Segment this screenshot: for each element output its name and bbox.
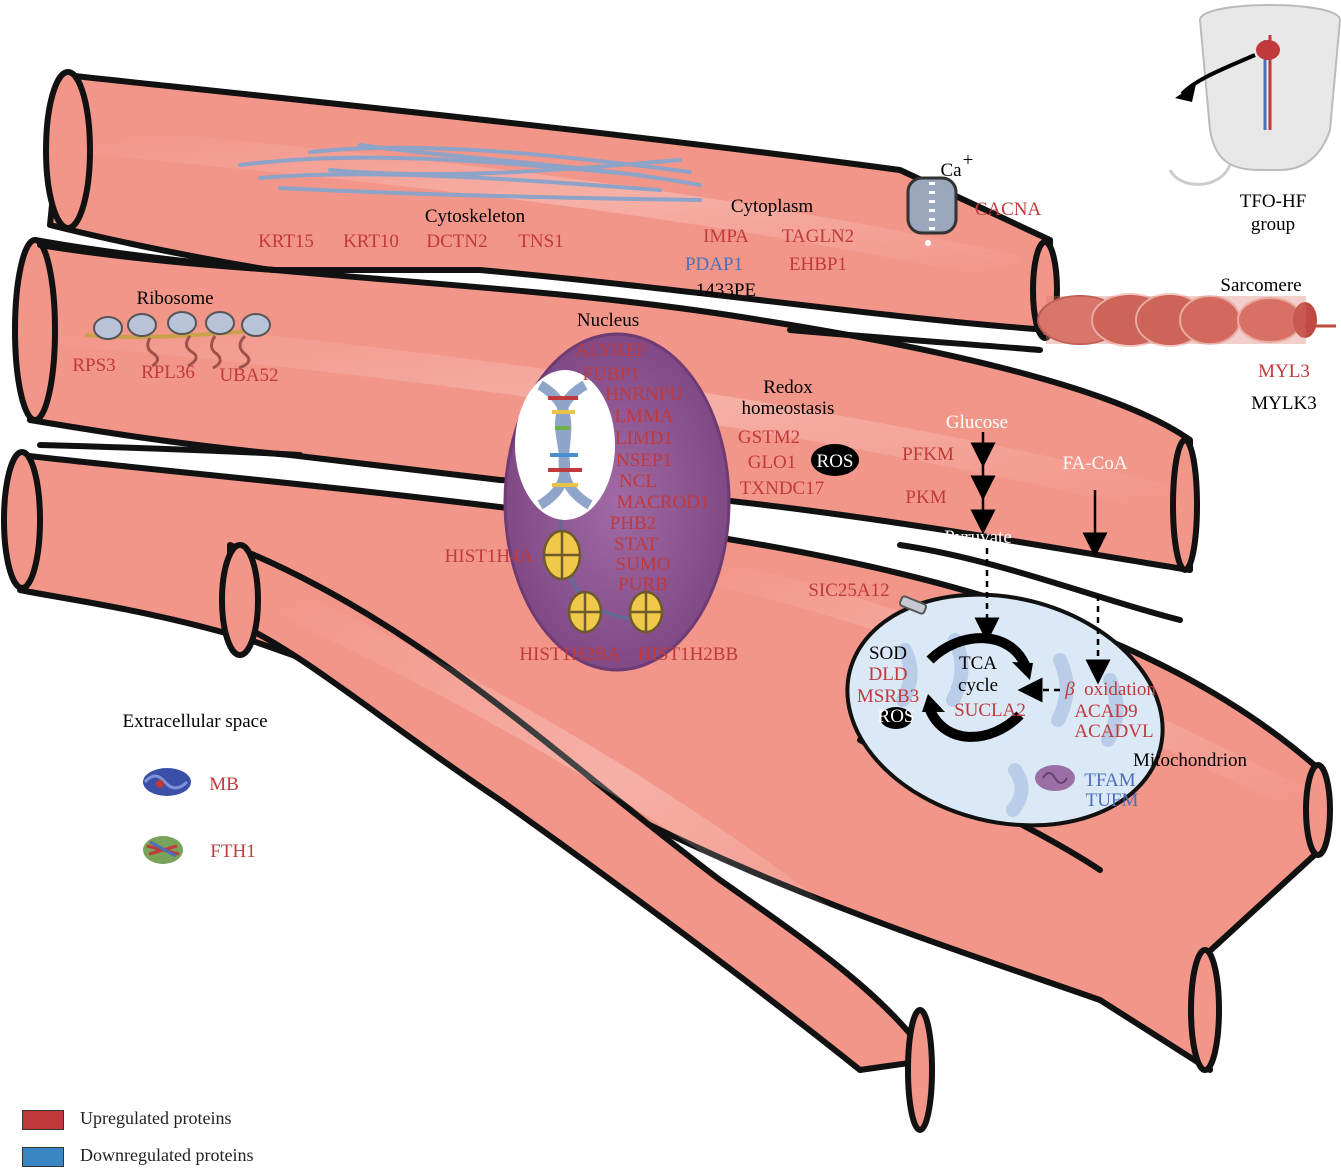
nucleus-protein: NSEP1: [616, 450, 672, 471]
extracellular-protein: FTH1: [210, 841, 255, 862]
fiber-cap-6: [1173, 440, 1197, 570]
cytoskeleton-protein: KRT15: [258, 231, 314, 252]
fa-label: FA: [1085, 557, 1108, 578]
redox-protein: GSTM2: [738, 427, 800, 448]
nucleus-protein: HNRNPU: [605, 384, 683, 405]
ribosome-title: Ribosome: [136, 288, 213, 309]
extracellular-protein: MB: [209, 774, 239, 795]
nucleus-protein: FUBP1: [582, 364, 639, 385]
sarcomere-protein: MYL3: [1258, 361, 1310, 382]
cytoskeleton-protein: TNS1: [518, 231, 563, 252]
cytoplasm-protein: TAGLN2: [782, 226, 854, 247]
ribosome-protein: RPS3: [72, 355, 115, 376]
sarcomere: [1038, 294, 1336, 346]
sarcomere-title: Sarcomere: [1220, 275, 1301, 296]
redox-protein: TXNDC17: [740, 478, 824, 499]
mito-protein-down: TFAM: [1084, 770, 1135, 791]
calcium-label: Ca: [940, 160, 962, 181]
mito-protein: DLD: [868, 664, 907, 685]
mito-protein: SUCLA2: [954, 700, 1026, 721]
extracellular-title: Extracellular space: [122, 711, 267, 732]
beta-symbol: β: [1064, 679, 1075, 700]
mito-protein-down: TUFM: [1086, 790, 1139, 811]
calcium-superscript: +: [963, 150, 974, 171]
glycolysis-protein: PKM: [905, 487, 946, 508]
fiber-cap-8: [1191, 950, 1219, 1070]
cytoskeleton-protein: KRT10: [343, 231, 399, 252]
nucleus-title: Nucleus: [577, 310, 639, 331]
glycolysis-protein: PFKM: [902, 444, 954, 465]
legend-label-down: Downregulated proteins: [80, 1145, 253, 1166]
ros-label: ROS: [817, 451, 854, 472]
cytoplasm-title: Cytoplasm: [731, 196, 814, 217]
cytoplasm-protein-down: PDAP1: [685, 254, 743, 275]
nucleus-protein: PURB: [618, 574, 668, 595]
fiber-cap-9: [908, 1010, 932, 1130]
legend-swatch-up: [22, 1110, 64, 1130]
fiber-cap-2: [15, 240, 55, 420]
ros-small-label: ROS: [878, 706, 915, 727]
mito-protein: ACADVL: [1074, 721, 1153, 742]
glucose-label: Glucose: [946, 412, 1008, 433]
nucleus-protein: SUMO: [616, 554, 671, 575]
nucleus-protein: MACROD1: [617, 492, 710, 513]
sarcomere-protein-neutral: MYLK3: [1251, 393, 1316, 414]
fiber-cap-7: [1306, 765, 1330, 855]
nucleus-protein: PHB2: [610, 513, 656, 534]
nucleus-protein: NCL: [619, 471, 657, 492]
pyruvate-label: Pyruvate: [944, 527, 1012, 548]
oxidation-label: oxidation: [1084, 679, 1156, 700]
group-label-line2: group: [1251, 214, 1295, 235]
fiber-cap-4: [222, 545, 258, 655]
mito-protein: ACAD9: [1074, 701, 1137, 722]
myoglobin-icon: [143, 768, 191, 796]
cytoplasm-protein: EHBP1: [789, 254, 847, 275]
fiber-cap-1: [46, 72, 90, 228]
group-label-line1: TFO-HF: [1240, 191, 1307, 212]
redox-title-line1: Redox: [763, 377, 813, 398]
sod-label: SOD: [869, 643, 907, 664]
legend-swatch-down: [22, 1147, 64, 1167]
cytoplasm-protein: IMPA: [703, 226, 749, 247]
histone-protein: HIST1H4A: [445, 546, 534, 567]
tca-label-line2: cycle: [958, 675, 998, 696]
ribosome-protein: UBA52: [219, 365, 278, 386]
histone-protein: HIST1H2BA: [519, 644, 621, 665]
transporter-protein: SIC25A12: [808, 580, 889, 601]
ribosome-protein: RPL36: [141, 362, 195, 383]
cytoskeleton-protein: DCTN2: [426, 231, 487, 252]
ferritin-icon: [143, 836, 183, 864]
channel-protein: CACNA: [975, 199, 1042, 220]
histone-protein: HIST1H2BB: [638, 644, 738, 665]
nucleus-protein: LMMA: [614, 406, 673, 427]
nucleus-protein: LIMD1: [615, 428, 673, 449]
mitochondrion-title: Mitochondrion: [1133, 750, 1247, 771]
mito-protein: MSRB3: [857, 686, 919, 707]
cytoskeleton-title: Cytoskeleton: [425, 206, 526, 227]
facoa-label: FA-CoA: [1062, 453, 1127, 474]
nucleus-protein: ALYREF: [575, 340, 647, 361]
redox-protein: GLO1: [748, 452, 797, 473]
redox-title-line2: homeostasis: [742, 398, 835, 419]
cytoplasm-protein-neutral: 1433PE: [696, 280, 756, 301]
fiber-cap-3: [4, 452, 40, 588]
tca-label-line1: TCA: [959, 653, 997, 674]
legend-label-up: Upregulated proteins: [80, 1108, 231, 1129]
nucleus-protein: STAT: [614, 534, 658, 555]
mouse-illustration: [1170, 5, 1340, 184]
